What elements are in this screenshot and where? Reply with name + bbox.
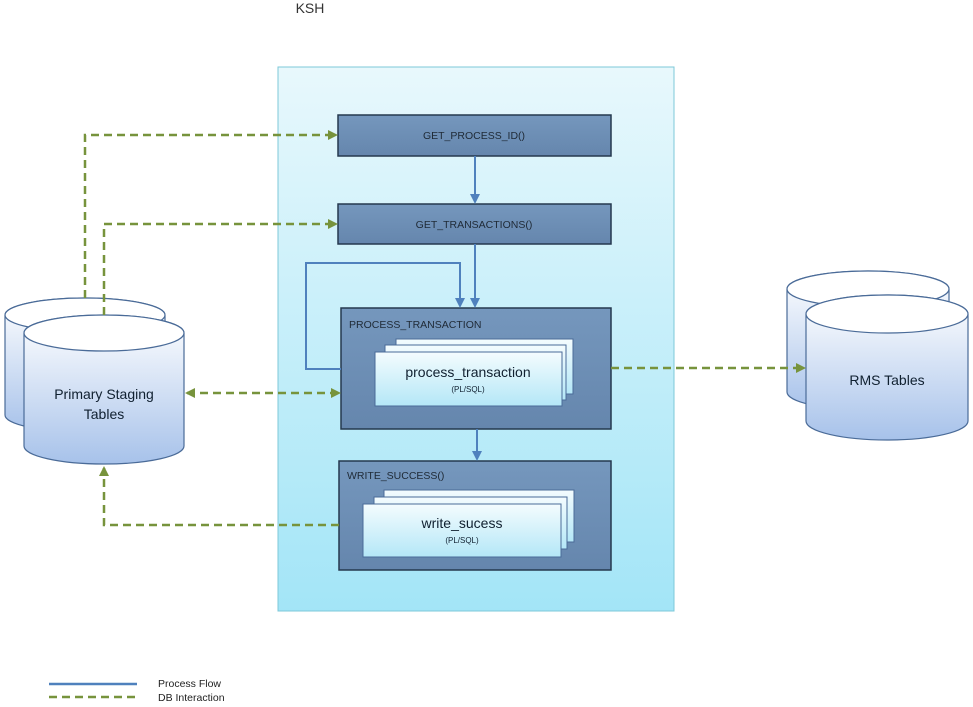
process-transaction-note: (PL/SQL) xyxy=(451,385,485,394)
process-transaction-stack-front xyxy=(374,351,563,407)
primary-staging-label-line1: Primary Staging xyxy=(54,386,154,402)
db-arrow-write-success-to-staging xyxy=(99,466,339,527)
write-success-stack-front xyxy=(362,503,562,558)
write-success-sub-label: write_sucess xyxy=(421,515,503,531)
get-transactions-box: GET_TRANSACTIONS() xyxy=(337,203,612,245)
rms-tables-label: RMS Tables xyxy=(849,372,924,388)
process-transaction-sub-label: process_transaction xyxy=(405,364,530,380)
process-transaction-box: PROCESS_TRANSACTION process_transaction … xyxy=(340,307,612,430)
db-arrow-staging-to-get-transactions xyxy=(102,219,338,315)
legend-process-flow-label: Process Flow xyxy=(158,678,221,690)
process-transaction-label: PROCESS_TRANSACTION xyxy=(349,319,481,331)
db-arrow-staging-to-get-process-id xyxy=(83,130,338,298)
legend: Process Flow DB Interaction xyxy=(49,678,225,704)
legend-db-interaction-label: DB Interaction xyxy=(158,692,225,702)
write-success-label: WRITE_SUCCESS() xyxy=(347,470,444,482)
get-process-id-box: GET_PROCESS_ID() xyxy=(337,114,612,157)
primary-staging-db: Primary Staging Tables xyxy=(4,297,185,465)
rms-tables-db: RMS Tables xyxy=(786,270,969,441)
get-process-id-label: GET_PROCESS_ID() xyxy=(423,130,525,142)
flow-loop-arrow xyxy=(305,262,465,370)
write-success-box: WRITE_SUCCESS() write_sucess (PL/SQL) xyxy=(338,460,612,571)
write-success-note: (PL/SQL) xyxy=(445,536,479,545)
primary-staging-label-line2: Tables xyxy=(84,406,124,422)
get-transactions-label: GET_TRANSACTIONS() xyxy=(416,219,533,231)
diagram-title: KSH xyxy=(296,0,325,16)
